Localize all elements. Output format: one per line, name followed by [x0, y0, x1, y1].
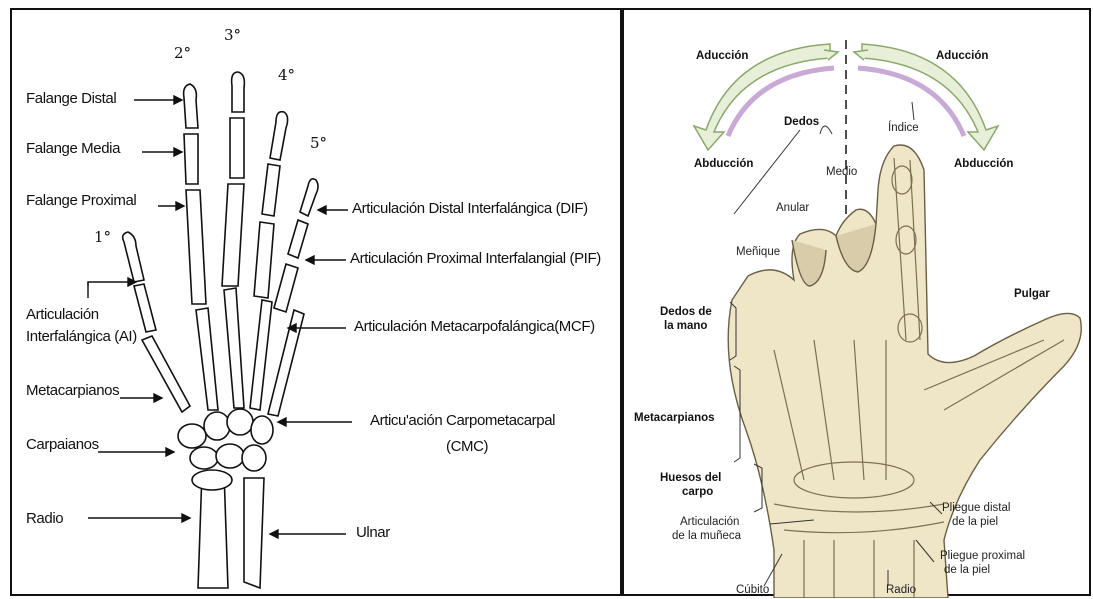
label-dedos: Dedos	[784, 116, 819, 128]
label-cmc-line1: Articu'ación Carpometacarpal	[370, 412, 555, 429]
label-metacarpianos: Metacarpianos	[26, 382, 119, 399]
label-medio: Medio	[826, 166, 857, 178]
finger-number-3: 3°	[224, 26, 241, 44]
label-cubito: Cúbito	[736, 584, 769, 596]
finger-number-5: 5°	[310, 134, 327, 152]
label-abduccion-left: Abducción	[694, 158, 753, 170]
label-anular: Anular	[776, 202, 809, 214]
skeletal-hand-panel: 1° 2° 3° 4° 5° Falange Distal Falange Me…	[10, 8, 622, 596]
finger-number-4: 4°	[278, 66, 295, 84]
label-pliegue-proximal-line1: Pliegue proximal	[940, 550, 1025, 562]
label-articulacion-ai-line2: Interfalángica (AI)	[26, 328, 137, 345]
little-phalanges	[274, 179, 318, 312]
label-aduccion-left: Aducción	[696, 50, 748, 62]
label-pif: Articulación Proximal Interfalangial (PI…	[350, 250, 601, 267]
finger-number-2: 2°	[174, 44, 191, 62]
label-carpo-line1: Huesos del	[660, 472, 721, 484]
label-carpaianos: Carpaianos	[26, 436, 99, 453]
label-menique: Meñique	[736, 246, 780, 258]
anatomical-hand-drawing	[624, 10, 1093, 598]
label-cmc-line2: (CMC)	[446, 438, 488, 455]
label-dif: Articulación Distal Interfalángica (DIF)	[352, 200, 588, 217]
label-falange-media: Falange Media	[26, 140, 120, 157]
ring-phalanges	[254, 112, 288, 298]
label-ulnar: Ulnar	[356, 524, 390, 541]
ulna-bone	[244, 478, 264, 588]
label-pulgar: Pulgar	[1014, 288, 1050, 300]
label-carpo-line2: carpo	[682, 486, 713, 498]
label-pliegue-proximal-line2: de la piel	[944, 564, 990, 576]
label-dedos-mano-line1: Dedos de	[660, 306, 712, 318]
label-pliegue-distal-line1: Pliegue distal	[942, 502, 1010, 514]
anatomical-hand-panel: Aducción Aducción Abducción Abducción De…	[622, 8, 1091, 596]
label-dedos-mano-line2: la mano	[664, 320, 707, 332]
label-radio-right: Radio	[886, 584, 916, 596]
carpal-bones	[178, 409, 273, 471]
label-aduccion-right: Aducción	[936, 50, 988, 62]
index-phalanges	[184, 84, 206, 304]
label-radio-left: Radio	[26, 510, 63, 527]
label-indice: Índice	[888, 122, 919, 134]
label-articulacion-ai-line1: Articulación	[26, 306, 99, 323]
middle-phalanges	[222, 72, 244, 286]
finger-number-1: 1°	[94, 228, 111, 246]
label-mcf: Articulación Metacarpofalángica(MCF)	[354, 318, 595, 335]
label-falange-proximal: Falange Proximal	[26, 192, 136, 209]
label-art-muneca-line1: Articulación	[680, 516, 739, 528]
label-falange-distal: Falange Distal	[26, 90, 116, 107]
label-pliegue-distal-line2: de la piel	[952, 516, 998, 528]
label-metacarpianos-right: Metacarpianos	[634, 412, 715, 424]
label-abduccion-right: Abducción	[954, 158, 1013, 170]
label-art-muneca-line2: de la muñeca	[672, 530, 741, 542]
